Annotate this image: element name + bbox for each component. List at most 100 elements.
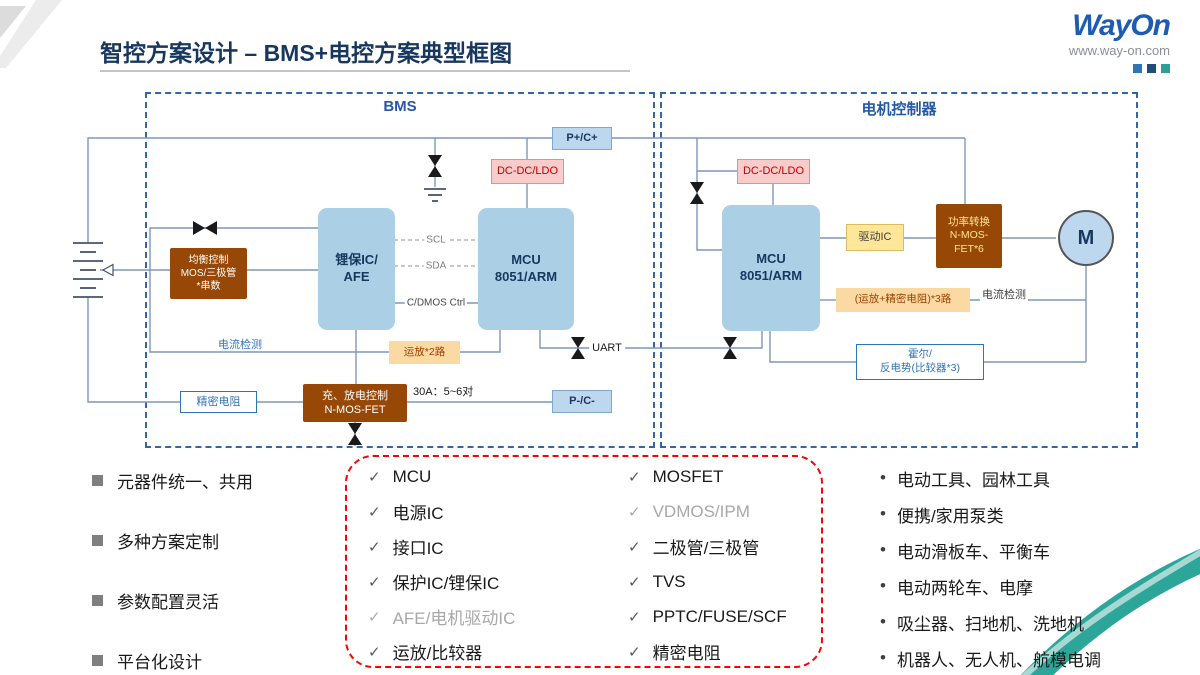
bms-current-sense-label: 电流检测 xyxy=(218,339,262,351)
component-label: AFE/电机驱动IC xyxy=(392,609,516,628)
corner-swoosh-icon xyxy=(1020,548,1200,675)
app-item: •吸尘器、扫地机、洗地机 xyxy=(880,604,1180,640)
square-bullet-icon xyxy=(92,474,103,486)
motor-mcu-block: MCU 8051/ARM xyxy=(722,205,820,331)
wayon-logo: WayOn xyxy=(1072,9,1171,42)
brand-website: www.way-on.com xyxy=(1068,42,1170,58)
gate-driver-ic-block: 驱动IC xyxy=(846,224,904,251)
check-item: ✓二极管/三极管 xyxy=(628,529,858,564)
brand-accent-squares xyxy=(1069,63,1170,73)
check-item: ✓ 电源IC xyxy=(368,494,598,529)
battery-icon xyxy=(73,242,103,298)
check-icon: ✓ xyxy=(628,503,641,521)
feature-label: 平台化设计 xyxy=(117,652,202,672)
uart-label: UART xyxy=(589,342,625,354)
application-label: 机器人、无人机、航模电调 xyxy=(896,650,1101,670)
component-label: PPTC/FUSE/SCF xyxy=(652,606,787,626)
components-column-1: ✓MCU ✓电源IC ✓接口IC ✓保护IC/锂保IC ✓AFE/电机驱动IC … xyxy=(368,459,598,669)
check-item: ✓ MOSFET xyxy=(628,459,858,494)
check-icon: ✓ xyxy=(628,573,641,591)
check-item: ✓ 运放/比较器 xyxy=(368,634,598,669)
check-item: ✓ 保护IC/锂保IC xyxy=(368,564,598,599)
check-icon: ✓ xyxy=(368,608,381,626)
check-item: ✓TVS xyxy=(628,564,858,599)
motor-dcdc-ldo-block: DC-DC/LDO xyxy=(737,159,810,184)
check-icon: ✓ xyxy=(368,503,381,521)
square-accent-icon xyxy=(1161,63,1170,73)
dot-bullet-icon: • xyxy=(880,576,886,595)
li-protection-ic-block: 锂保IC/ AFE xyxy=(318,208,395,330)
dot-bullet-icon: • xyxy=(880,540,886,559)
page-title: 智控方案设计 – BMS+电控方案典型框图 xyxy=(100,40,513,66)
component-label: MCU xyxy=(392,466,432,486)
component-label: 二极管/三极管 xyxy=(652,539,760,558)
check-icon: ✓ xyxy=(368,643,381,661)
scl-label: SCL xyxy=(424,234,448,246)
sda-label: SDA xyxy=(423,260,449,272)
square-accent-icon xyxy=(1147,63,1156,73)
check-item: ✓ 接口IC xyxy=(368,529,598,564)
feature-item: 平台化设计 xyxy=(92,630,342,675)
bms-mcu-block: MCU 8051/ARM xyxy=(478,208,574,330)
application-label: 电动两轮车、电摩 xyxy=(896,578,1033,598)
app-item: •机器人、无人机、航模电调 xyxy=(880,640,1180,675)
component-label: 保护IC/锂保IC xyxy=(392,574,500,593)
check-item: ✓PPTC/FUSE/SCF xyxy=(628,599,858,634)
battery-tap-arrow-icon xyxy=(101,263,114,277)
dot-bullet-icon: • xyxy=(880,612,886,631)
shared-components-panel xyxy=(345,455,823,668)
square-bullet-icon xyxy=(92,534,103,546)
app-item: • 电动两轮车、电摩 xyxy=(880,568,1180,604)
feature-item: 参数配置灵活 xyxy=(92,570,342,630)
motor-current-sense-label: 电流检测 xyxy=(980,286,1028,302)
check-item: ✓ MCU xyxy=(368,459,598,494)
component-label: MOSFET xyxy=(652,466,724,486)
component-label: 电源IC xyxy=(392,504,444,523)
charge-discharge-fet-block: 充、放电控制 N-MOS-FET xyxy=(303,384,407,422)
pack-positive-terminal: P+/C+ xyxy=(552,127,612,150)
components-column-2: ✓MOSFET ✓VDMOS/IPM ✓二极管/三极管 ✓TVS ✓PPTC/F… xyxy=(628,459,858,669)
bms-frame-title: BMS xyxy=(377,98,423,115)
precision-resistor-block: 精密电阻 xyxy=(180,391,257,413)
feature-label: 元器件统一、共用 xyxy=(117,472,253,492)
pack-negative-terminal: P-/C- xyxy=(552,390,612,413)
check-icon: ✓ xyxy=(628,643,641,661)
tvs-diode-icon xyxy=(348,155,737,445)
app-item: • 电动滑板车、平衡车 xyxy=(880,532,1180,568)
ground-icon xyxy=(424,188,446,202)
application-label: 电动滑板车、平衡车 xyxy=(896,542,1050,562)
brand-block: WayOn www.way-on.com xyxy=(1068,9,1171,73)
balance-fet-diode-icon xyxy=(193,221,217,235)
check-icon: ✓ xyxy=(368,538,381,556)
corner-chevron-icon xyxy=(0,0,62,68)
component-label: VDMOS/IPM xyxy=(652,501,750,521)
power-fet-block: 功率转换 N-MOS- FET*6 xyxy=(936,204,1002,268)
bms-dcdc-ldo-block: DC-DC/LDO xyxy=(491,159,564,184)
applications-list: •电动工具、园林工具 •便携/家用泵类 •电动滑板车、平衡车 •电动两轮车、电摩… xyxy=(880,460,1180,675)
feature-item: 元器件统一、共用 xyxy=(92,450,342,510)
motor-symbol: M xyxy=(1058,210,1114,266)
motor-controller-frame xyxy=(660,92,1138,448)
feature-item: 多种方案定制 xyxy=(92,510,342,570)
square-bullet-icon xyxy=(92,594,103,606)
hall-bemf-block: 霍尔/ 反电势(比较器*3) xyxy=(856,344,984,380)
check-icon: ✓ xyxy=(368,468,381,486)
feature-label: 参数配置灵活 xyxy=(117,592,219,612)
app-item: •便携/家用泵类 xyxy=(880,496,1180,532)
cdmos-ctrl-label: C/DMOS Ctrl xyxy=(404,297,468,309)
component-label: 运放/比较器 xyxy=(392,644,483,663)
check-item: ✓ VDMOS/IPM xyxy=(628,494,858,529)
component-label: 接口IC xyxy=(392,539,444,558)
application-label: 电动工具、园林工具 xyxy=(896,470,1050,490)
application-label: 便携/家用泵类 xyxy=(896,506,1004,526)
dot-bullet-icon: • xyxy=(880,468,886,487)
check-icon: ✓ xyxy=(368,573,381,591)
check-item: ✓ AFE/电机驱动IC xyxy=(368,599,598,634)
check-item: ✓精密电阻 xyxy=(628,634,858,669)
motor-frame-title: 电机控制器 xyxy=(855,98,943,119)
opamp-2ch-block: 运放*2路 xyxy=(389,341,460,364)
features-list: 元器件统一、共用 多种方案定制 参数配置灵活 平台化设计 xyxy=(92,450,342,675)
check-icon: ✓ xyxy=(628,468,641,486)
